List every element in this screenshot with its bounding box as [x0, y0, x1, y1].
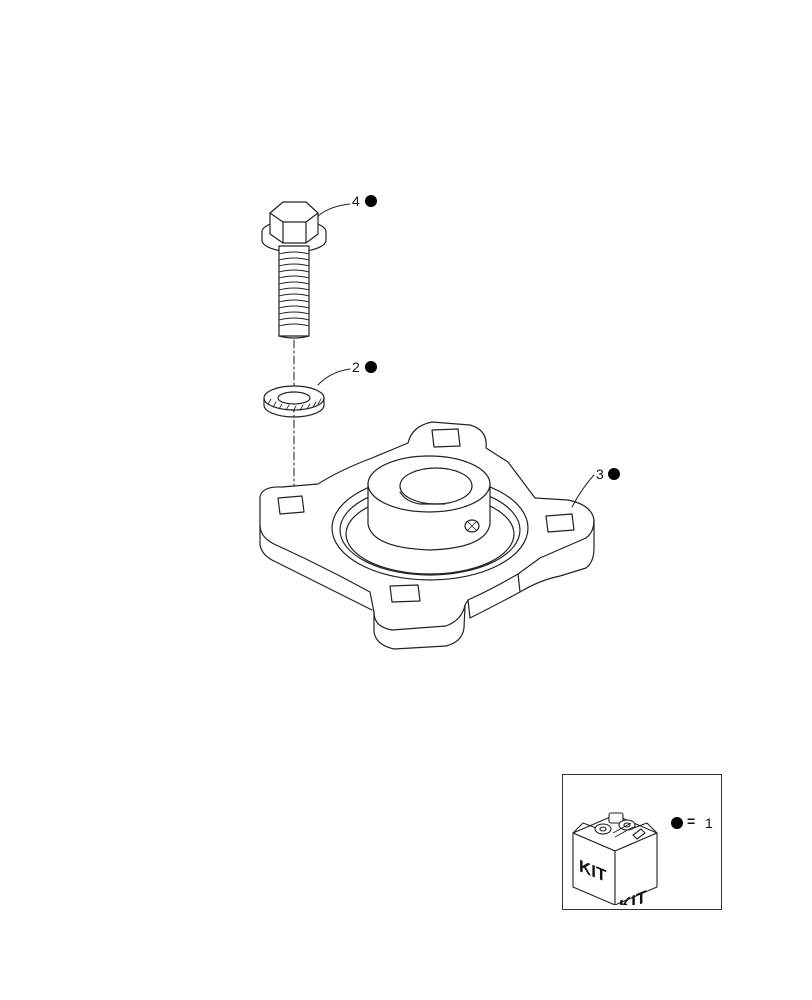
callout-2: 2: [352, 359, 360, 375]
leader-2: [317, 368, 351, 386]
flange-bearing: [259, 421, 595, 650]
lock-washer: [263, 385, 325, 418]
callout-3: 3: [596, 466, 604, 482]
kit-marker-dot-4: [365, 195, 377, 207]
callout-4: 4: [352, 193, 360, 209]
kit-marker-dot-3: [608, 468, 620, 480]
legend-kit-dot: [671, 817, 683, 829]
legend-quantity: 1: [705, 815, 713, 831]
kit-box-icon: KIT KIT: [572, 812, 658, 905]
kit-legend: KIT KIT = 1: [562, 774, 722, 910]
kit-marker-dot-2: [365, 361, 377, 373]
legend-equals: =: [687, 813, 696, 829]
leader-3: [571, 474, 595, 508]
leader-4: [317, 203, 351, 217]
flange-bolt: [261, 201, 327, 339]
